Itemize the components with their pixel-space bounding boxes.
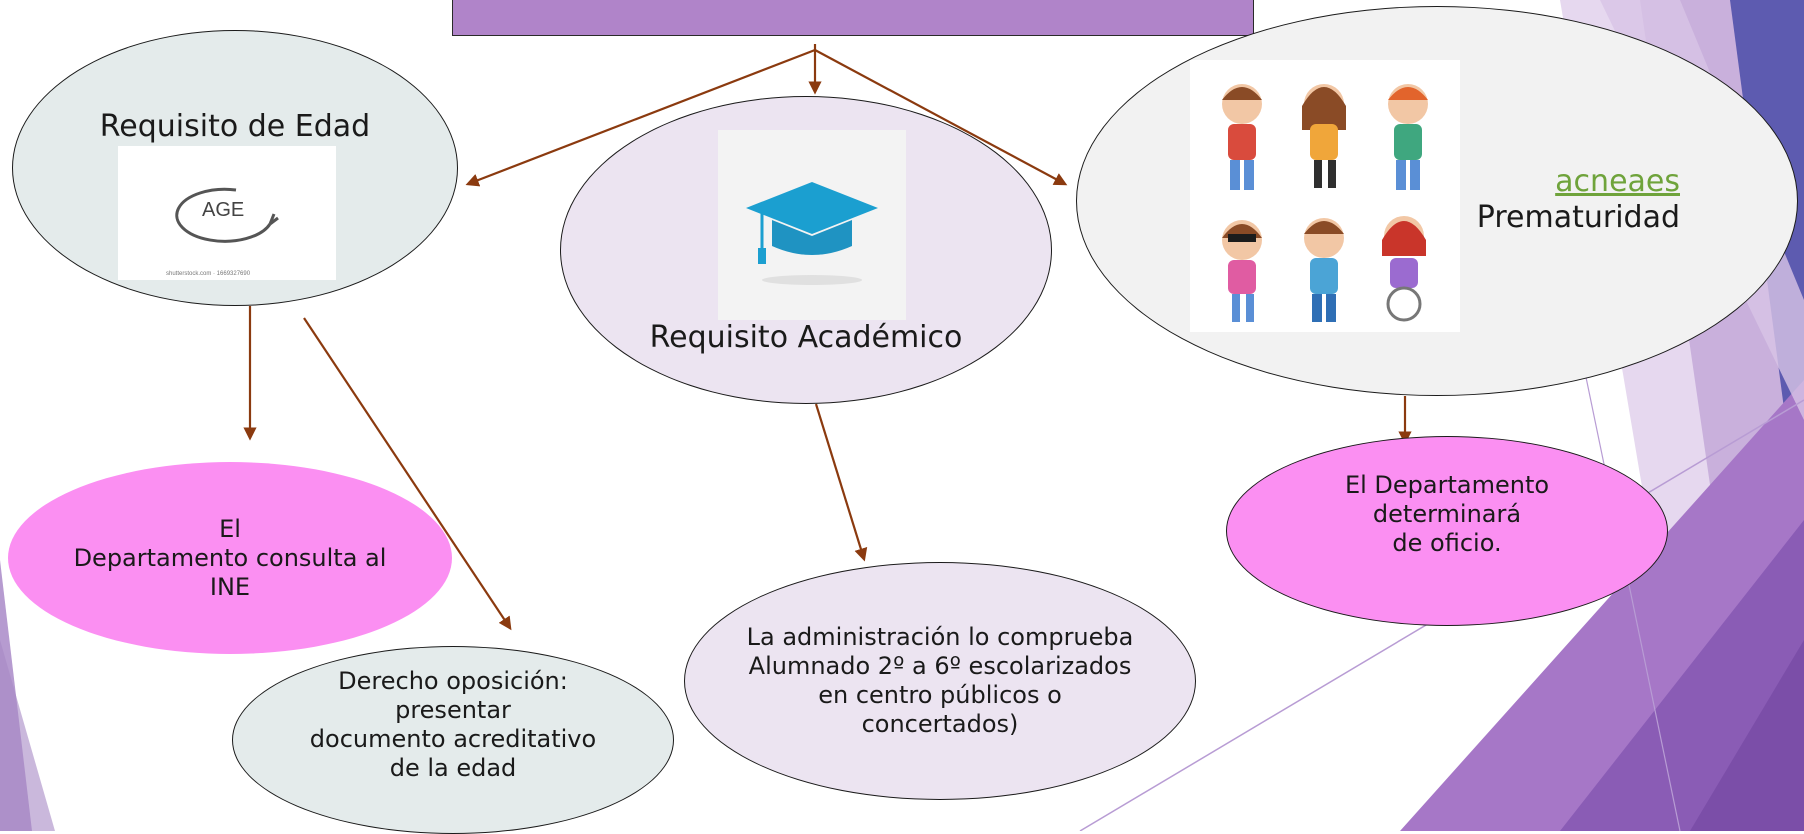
office-line-2: determinará <box>1372 500 1522 528</box>
opposition-line-4: de la edad <box>389 754 517 782</box>
ine-line-1: El <box>219 514 241 543</box>
age-cycle-icon: AGE shutterstock.com · 1669327690 <box>166 187 279 277</box>
child-figure-4 <box>1222 220 1262 322</box>
child-figure-2 <box>1302 84 1346 188</box>
child-figure-1 <box>1222 84 1262 190</box>
office-line-1: El Departamento <box>1344 471 1550 499</box>
acneaes-link[interactable]: acneaes <box>1555 164 1680 199</box>
age-icon-text: AGE <box>202 199 244 221</box>
opposition-line-3: documento acreditativo <box>309 725 597 753</box>
graduation-cap-icon <box>746 182 878 285</box>
age-requirement-label: Requisito de Edad <box>99 109 371 144</box>
academic-image <box>718 130 906 320</box>
arrow-age-to-opposition <box>303 317 512 631</box>
age-requirement-node: Requisito de Edad <box>12 30 458 306</box>
children-image <box>1190 60 1460 332</box>
prematuridad-label: Prematuridad <box>1476 200 1680 235</box>
connector-arrows <box>243 44 1412 631</box>
opposition-line-2: presentar <box>395 696 511 724</box>
arrow-academic-to-verify <box>814 403 868 562</box>
child-figure-3 <box>1388 84 1428 190</box>
verification-line-1: La administración lo comprueba <box>746 623 1134 651</box>
office-line-3: de oficio. <box>1392 529 1502 557</box>
child-figure-5 <box>1304 218 1344 322</box>
children-illustration-icon <box>1222 84 1428 322</box>
verification-line-4: concertados) <box>861 710 1019 738</box>
arrow-to-age <box>465 48 816 187</box>
academic-label-wrap: Requisito Académico <box>600 318 1012 358</box>
age-image-caption: shutterstock.com · 1669327690 <box>166 271 251 277</box>
office-determination-node: El Departamento determinará de oficio. <box>1226 436 1668 626</box>
ine-node: El Departamento consulta al INE <box>8 462 452 654</box>
ine-line-2: Departamento consulta al <box>73 543 387 572</box>
opposition-line-1: Derecho oposición: <box>338 667 568 695</box>
title-box <box>452 0 1254 36</box>
academic-requirement-label: Requisito Académico <box>649 320 963 355</box>
arrow-to-special <box>814 49 1068 186</box>
child-figure-6 <box>1382 216 1426 322</box>
verification-node: La administración lo comprueba Alumnado … <box>684 562 1196 800</box>
ine-line-3: INE <box>209 572 251 601</box>
verification-line-3: en centro públicos o <box>818 681 1062 709</box>
verification-line-2: Alumnado 2º a 6º escolarizados <box>748 652 1132 680</box>
age-image: AGE shutterstock.com · 1669327690 <box>118 146 336 280</box>
special-labels: acneaes Prematuridad <box>1456 160 1680 240</box>
opposition-node: Derecho oposición: presentar documento a… <box>232 646 674 834</box>
